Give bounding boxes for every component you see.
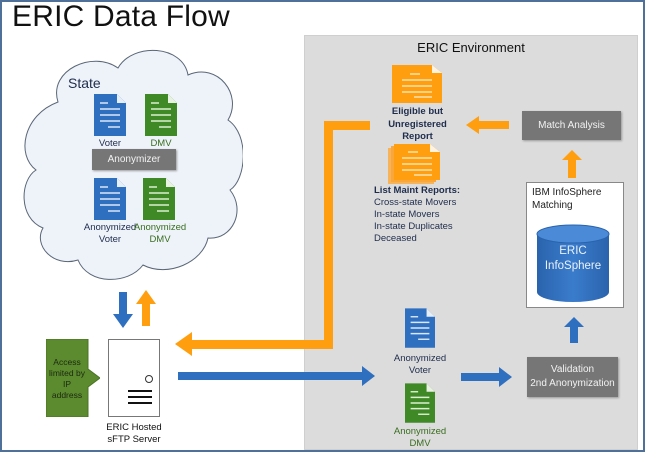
database-cylinder-icon — [535, 224, 611, 309]
list-maint-item: Deceased — [374, 233, 417, 244]
return-arrow-orange — [175, 120, 375, 360]
env-anon-voter-line: Anonymized — [393, 353, 447, 364]
anonymized-voter-label: Anonymized Voter — [83, 222, 137, 245]
eligible-report-label-line: Unregistered — [388, 118, 447, 130]
env-anonymized-dmv-document-icon — [405, 382, 435, 424]
list-maint-item: Cross-state Movers — [374, 197, 457, 208]
dmv-document-icon — [145, 94, 177, 136]
validation-box: Validation 2nd Anonymization — [527, 357, 618, 397]
ibm-title-line: IBM InfoSphere — [532, 187, 602, 198]
access-note-text: Access limited by IP address — [46, 357, 88, 401]
voter-document-icon — [94, 94, 126, 136]
sftp-server-icon — [108, 339, 160, 417]
list-maint-heading: List Maint Reports: — [374, 185, 461, 196]
database-label-line: ERIC — [559, 245, 587, 257]
access-note-line: limited by — [49, 368, 85, 378]
list-maint-item: In-state Duplicates — [374, 221, 453, 232]
ibm-title-line: Matching — [532, 200, 573, 211]
environment-title: ERIC Environment — [417, 40, 525, 55]
right-arrow-blue-icon — [461, 367, 512, 387]
dmv-label: DMV — [150, 138, 172, 149]
upload-arrow-blue — [178, 366, 375, 386]
anonymized-dmv-label: Anonymized DMV — [133, 222, 187, 245]
left-arrow-orange-icon — [466, 116, 509, 134]
list-maint-reports-list: List Maint Reports: Cross-state Movers I… — [374, 185, 460, 245]
anonymized-voter-document-icon — [94, 178, 126, 220]
access-note-line: IP — [62, 379, 72, 389]
voter-label: Voter — [98, 138, 122, 149]
state-label: State — [68, 75, 101, 91]
access-note-line: Access — [53, 357, 81, 367]
eligible-report-label: Eligible but Unregistered Report — [370, 106, 465, 144]
env-anon-dmv-line: DMV — [409, 438, 431, 449]
anonymized-dmv-document-icon — [143, 178, 175, 220]
anonymizer-box: Anonymizer — [92, 149, 176, 170]
validation-line: Validation — [550, 364, 595, 375]
sftp-server-label: ERIC Hosted sFTP Server — [96, 422, 172, 446]
access-note-line: address — [51, 390, 83, 400]
up-arrow-blue-icon — [564, 317, 584, 343]
sftp-server-label-line2: sFTP Server — [107, 434, 161, 445]
down-arrow-blue-icon — [113, 292, 133, 328]
env-anonymized-dmv-label: Anonymized DMV — [388, 426, 452, 450]
eligible-report-label-line: Eligible but — [391, 106, 444, 117]
env-anonymized-voter-document-icon — [405, 307, 435, 349]
list-maint-item: In-state Movers — [374, 209, 440, 220]
access-note-shape — [45, 338, 101, 422]
env-anon-voter-line: Voter — [408, 365, 432, 376]
env-anonymized-voter-label: Anonymized Voter — [388, 353, 452, 377]
up-arrow-orange-icon — [562, 150, 582, 178]
eligible-report-document-icon — [392, 65, 442, 103]
ibm-infosphere-title: IBM InfoSphere Matching — [532, 186, 601, 212]
validation-line: 2nd Anonymization — [530, 378, 615, 389]
match-analysis-box: Match Analysis — [522, 111, 621, 140]
database-label-line: InfoSphere — [544, 260, 602, 272]
page-title: ERIC Data Flow — [12, 0, 230, 33]
up-arrow-orange-icon — [136, 290, 156, 326]
database-label: ERIC InfoSphere — [538, 244, 608, 274]
sftp-server-label-line1: ERIC Hosted — [106, 422, 162, 433]
eligible-report-label-line: Report — [402, 131, 433, 142]
list-maint-reports-document-icon — [388, 144, 440, 184]
env-anon-dmv-line: Anonymized — [393, 426, 447, 437]
